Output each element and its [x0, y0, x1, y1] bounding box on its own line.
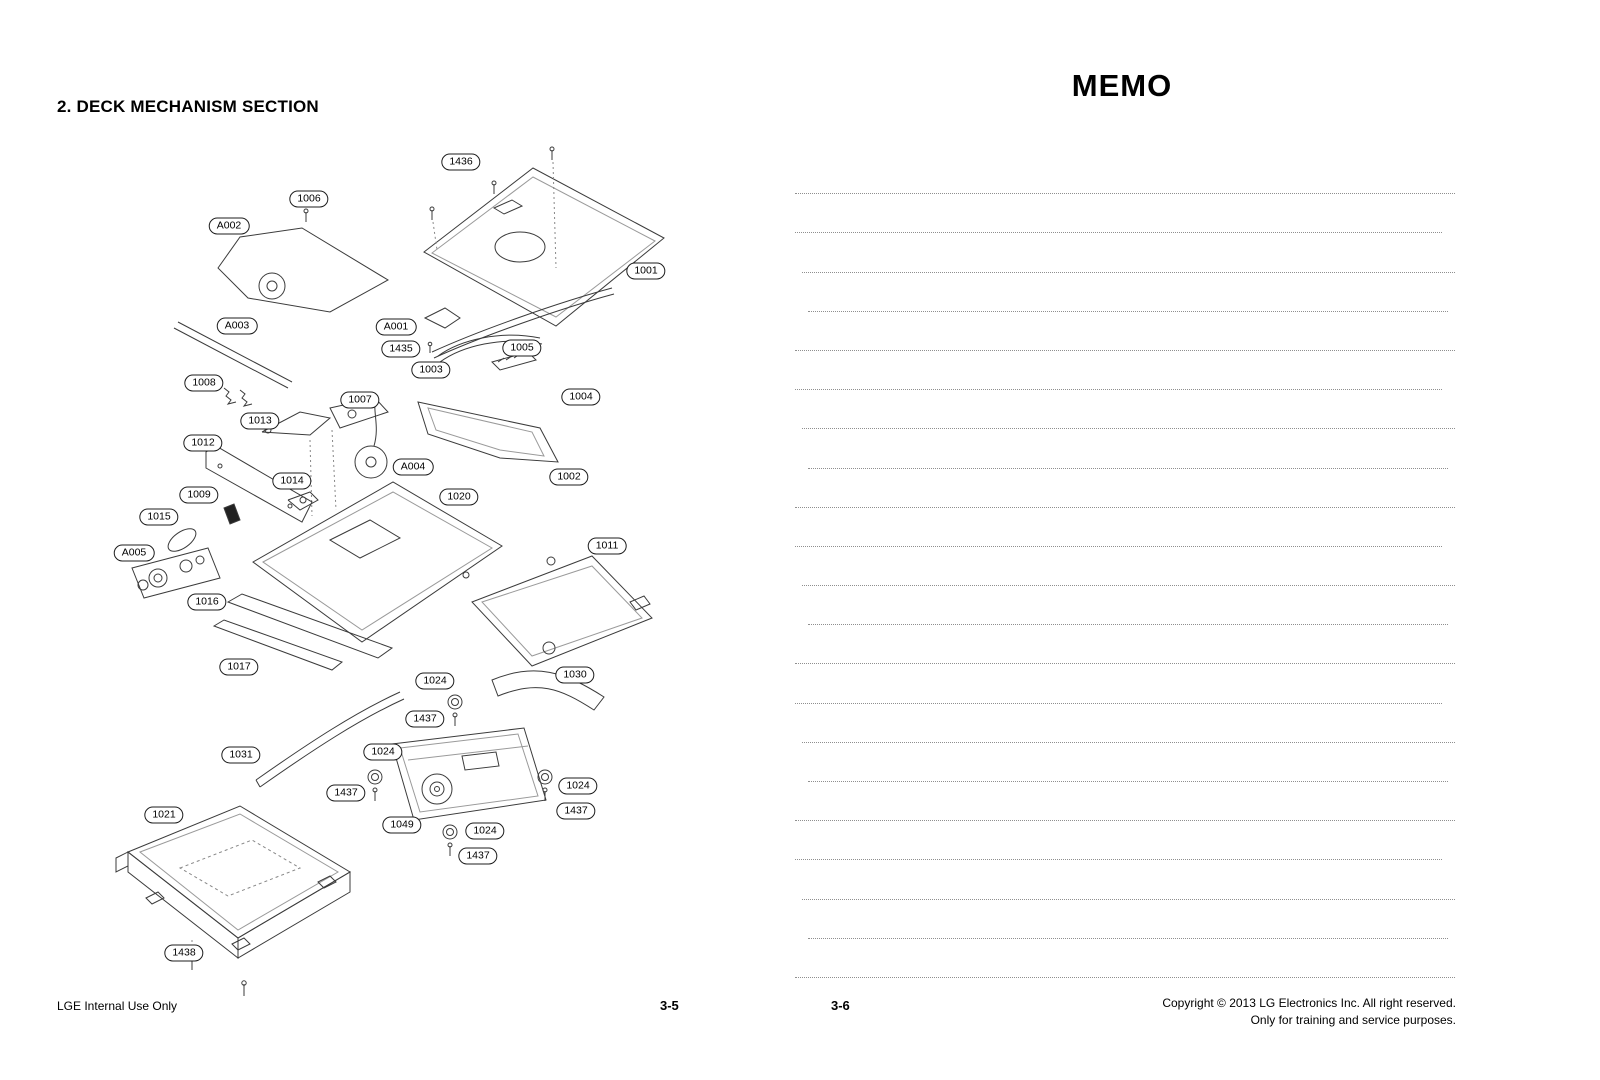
- memo-ruled-line: [808, 743, 1449, 782]
- memo-ruled-line: [795, 939, 1455, 978]
- memo-ruled-line: [795, 469, 1455, 508]
- part-callout: A004: [392, 458, 434, 476]
- part-callout: 1020: [439, 488, 479, 506]
- part-callout: 1002: [549, 468, 589, 486]
- memo-ruled-line: [808, 273, 1449, 312]
- memo-ruled-line: [795, 664, 1442, 704]
- memo-ruled-line: [795, 782, 1455, 822]
- part-callout: A003: [216, 317, 258, 335]
- memo-ruled-line: [795, 508, 1442, 547]
- memo-ruled-line: [808, 429, 1449, 469]
- memo-ruled-line: [801, 704, 1455, 743]
- part-callout: 1021: [144, 806, 184, 824]
- part-callout: A002: [208, 217, 250, 235]
- memo-ruled-line: [795, 312, 1455, 351]
- part-callout: 1003: [411, 361, 451, 379]
- part-callout: 1030: [555, 666, 595, 684]
- part-callout: 1014: [272, 472, 312, 490]
- part-callout: 1024: [558, 777, 598, 795]
- memo-ruled-line: [801, 233, 1455, 273]
- part-callout: 1024: [415, 672, 455, 690]
- part-callout: 1438: [164, 944, 204, 962]
- copyright-line-1: Copyright © 2013 LG Electronics Inc. All…: [1162, 996, 1456, 1010]
- part-callout: 1436: [441, 153, 481, 171]
- memo-ruled-line: [801, 860, 1455, 900]
- part-callout: 1437: [458, 847, 498, 865]
- footer-internal-use: LGE Internal Use Only: [57, 999, 178, 1013]
- memo-ruled-line: [801, 547, 1455, 587]
- part-callout: 1024: [363, 743, 403, 761]
- part-callout: 1004: [561, 388, 601, 406]
- part-callout: 1437: [326, 784, 366, 802]
- memo-ruled-line: [808, 586, 1449, 626]
- part-callout: 1031: [221, 746, 261, 764]
- part-callout: 1008: [184, 374, 224, 392]
- page-number-right: 3-6: [831, 998, 850, 1013]
- part-callout: 1017: [219, 658, 259, 676]
- part-callout: 1011: [587, 537, 627, 555]
- part-callout: 1005: [502, 339, 542, 357]
- part-callout: 1024: [465, 822, 505, 840]
- memo-ruled-line: [795, 351, 1442, 391]
- copyright-notice: Copyright © 2013 LG Electronics Inc. All…: [1162, 995, 1456, 1029]
- memo-ruled-line: [795, 625, 1455, 665]
- part-callout: 1013: [240, 412, 280, 430]
- part-callout: 1015: [139, 508, 179, 526]
- section-title: 2. DECK MECHANISM SECTION: [57, 97, 319, 116]
- memo-ruled-line: [795, 194, 1442, 234]
- part-callout: 1009: [179, 486, 219, 504]
- memo-title: MEMO: [1071, 68, 1173, 103]
- part-callout: 1016: [187, 593, 227, 611]
- part-callout: A005: [113, 544, 155, 562]
- memo-ruled-line: [801, 390, 1455, 430]
- part-callout: 1007: [340, 391, 380, 409]
- page-number-left: 3-5: [660, 998, 679, 1013]
- memo-ruled-lines: [795, 155, 1455, 978]
- part-callout: 1012: [183, 434, 223, 452]
- copyright-line-2: Only for training and service purposes.: [1250, 1013, 1456, 1027]
- part-callout: 1435: [381, 340, 421, 358]
- memo-ruled-line: [808, 900, 1449, 939]
- part-callout: 1006: [289, 190, 329, 208]
- part-callout: 1437: [556, 802, 596, 820]
- part-callout: A001: [375, 318, 417, 336]
- memo-ruled-line: [795, 155, 1455, 195]
- memo-ruled-line: [795, 821, 1442, 861]
- part-callout: 1049: [382, 816, 422, 834]
- part-callout: 1001: [626, 262, 666, 280]
- part-callout: 1437: [405, 710, 445, 728]
